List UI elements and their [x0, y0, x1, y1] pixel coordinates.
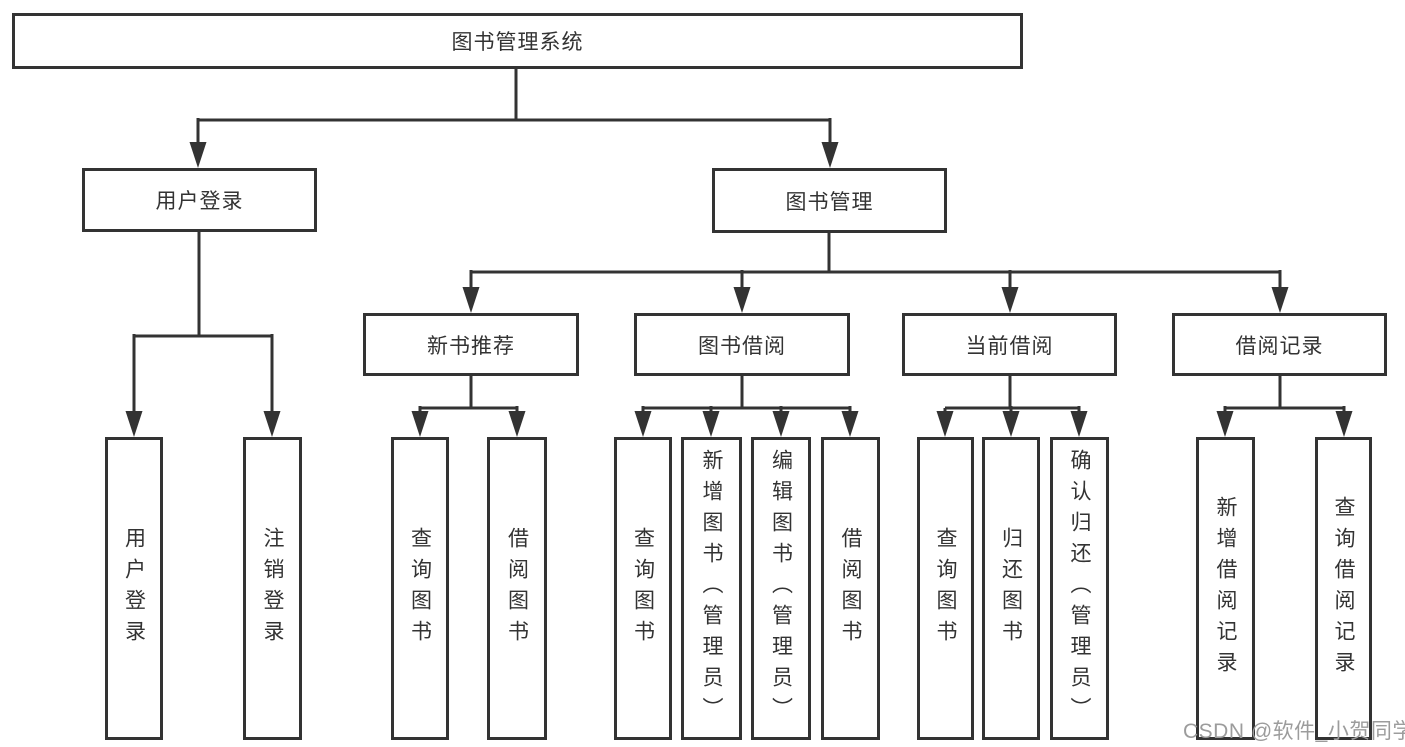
- node-label: 图书管理: [785, 190, 874, 214]
- connector-line: [469, 233, 1282, 290]
- leaf-add-borrow-record: 新增借阅记录: [1196, 437, 1255, 740]
- node-user-login: 用户登录: [82, 168, 317, 232]
- node-label: 图书管理系统: [451, 31, 584, 54]
- arrow-down-icon: [1002, 411, 1020, 437]
- leaf-label: 用户登录: [122, 526, 146, 651]
- leaf-query-books-borrowing: 查询图书: [614, 437, 672, 740]
- leaf-return-books: 归还图书: [982, 437, 1040, 740]
- arrow-down-icon: [125, 411, 143, 437]
- node-label: 用户登录: [155, 190, 244, 213]
- arrow-down-icon: [1070, 411, 1088, 437]
- connector-line: [196, 68, 832, 148]
- arrow-down-icon: [702, 411, 720, 437]
- leaf-logout: 注销登录: [243, 437, 302, 740]
- connector-line: [418, 376, 519, 414]
- leaf-label: 注销登录: [261, 526, 284, 651]
- node-label: 当前借阅: [965, 334, 1054, 358]
- leaf-label: 查询图书: [408, 526, 432, 651]
- node-new-book-recommendation: 新书推荐: [363, 313, 579, 376]
- leaf-label: 确认归还（管理员）: [1068, 449, 1091, 728]
- leaf-borrow-books-recommend: 借阅图书: [487, 437, 547, 740]
- node-library-management-system: 图书管理系统: [12, 13, 1023, 69]
- csdn-watermark: CSDN @软件_小贺同学: [1183, 720, 1405, 743]
- node-label: 借阅记录: [1235, 334, 1324, 358]
- leaf-label: 编辑图书（管理员）: [769, 449, 793, 728]
- node-current-borrowing: 当前借阅: [902, 313, 1117, 376]
- arrow-down-icon: [411, 411, 429, 437]
- leaf-label: 查询图书: [934, 526, 957, 651]
- arrow-down-icon: [772, 411, 790, 437]
- leaf-label: 新增借阅记录: [1214, 495, 1237, 682]
- leaf-label: 查询借阅记录: [1332, 495, 1355, 682]
- leaf-user-login: 用户登录: [105, 437, 163, 740]
- node-book-borrowing: 图书借阅: [634, 313, 850, 376]
- connector-line: [132, 232, 274, 414]
- node-label: 图书借阅: [698, 334, 786, 358]
- arrow-down-icon: [189, 142, 207, 168]
- leaf-label: 借阅图书: [839, 526, 862, 651]
- leaf-confirm-return-admin: 确认归还（管理员）: [1050, 437, 1109, 740]
- leaf-query-books-current: 查询图书: [917, 437, 974, 740]
- leaf-edit-books-admin: 编辑图书（管理员）: [751, 437, 811, 740]
- arrow-down-icon: [1271, 287, 1289, 313]
- leaf-label: 归还图书: [999, 526, 1023, 651]
- connector-line: [1223, 376, 1346, 414]
- node-label: 新书推荐: [427, 334, 515, 358]
- arrow-down-icon: [936, 411, 954, 437]
- arrow-down-icon: [1001, 287, 1019, 313]
- connector-line: [641, 376, 852, 414]
- arrow-down-icon: [462, 287, 480, 313]
- arrow-down-icon: [733, 287, 751, 313]
- arrow-down-icon: [634, 411, 652, 437]
- arrow-down-icon: [821, 142, 839, 168]
- node-borrowing-records: 借阅记录: [1172, 313, 1387, 376]
- arrow-down-icon: [263, 411, 281, 437]
- leaf-label: 新增图书（管理员）: [700, 449, 723, 728]
- leaf-label: 查询图书: [631, 526, 655, 651]
- connector-line: [943, 376, 1081, 414]
- arrow-down-icon: [1216, 411, 1234, 437]
- leaf-add-books-admin: 新增图书（管理员）: [681, 437, 742, 740]
- leaf-label: 借阅图书: [505, 526, 529, 651]
- node-book-management: 图书管理: [712, 168, 947, 233]
- arrow-down-icon: [508, 411, 526, 437]
- leaf-borrow-books: 借阅图书: [821, 437, 880, 740]
- leaf-query-books-recommend: 查询图书: [391, 437, 449, 740]
- arrow-down-icon: [841, 411, 859, 437]
- leaf-query-borrow-record: 查询借阅记录: [1315, 437, 1372, 740]
- arrow-down-icon: [1335, 411, 1353, 437]
